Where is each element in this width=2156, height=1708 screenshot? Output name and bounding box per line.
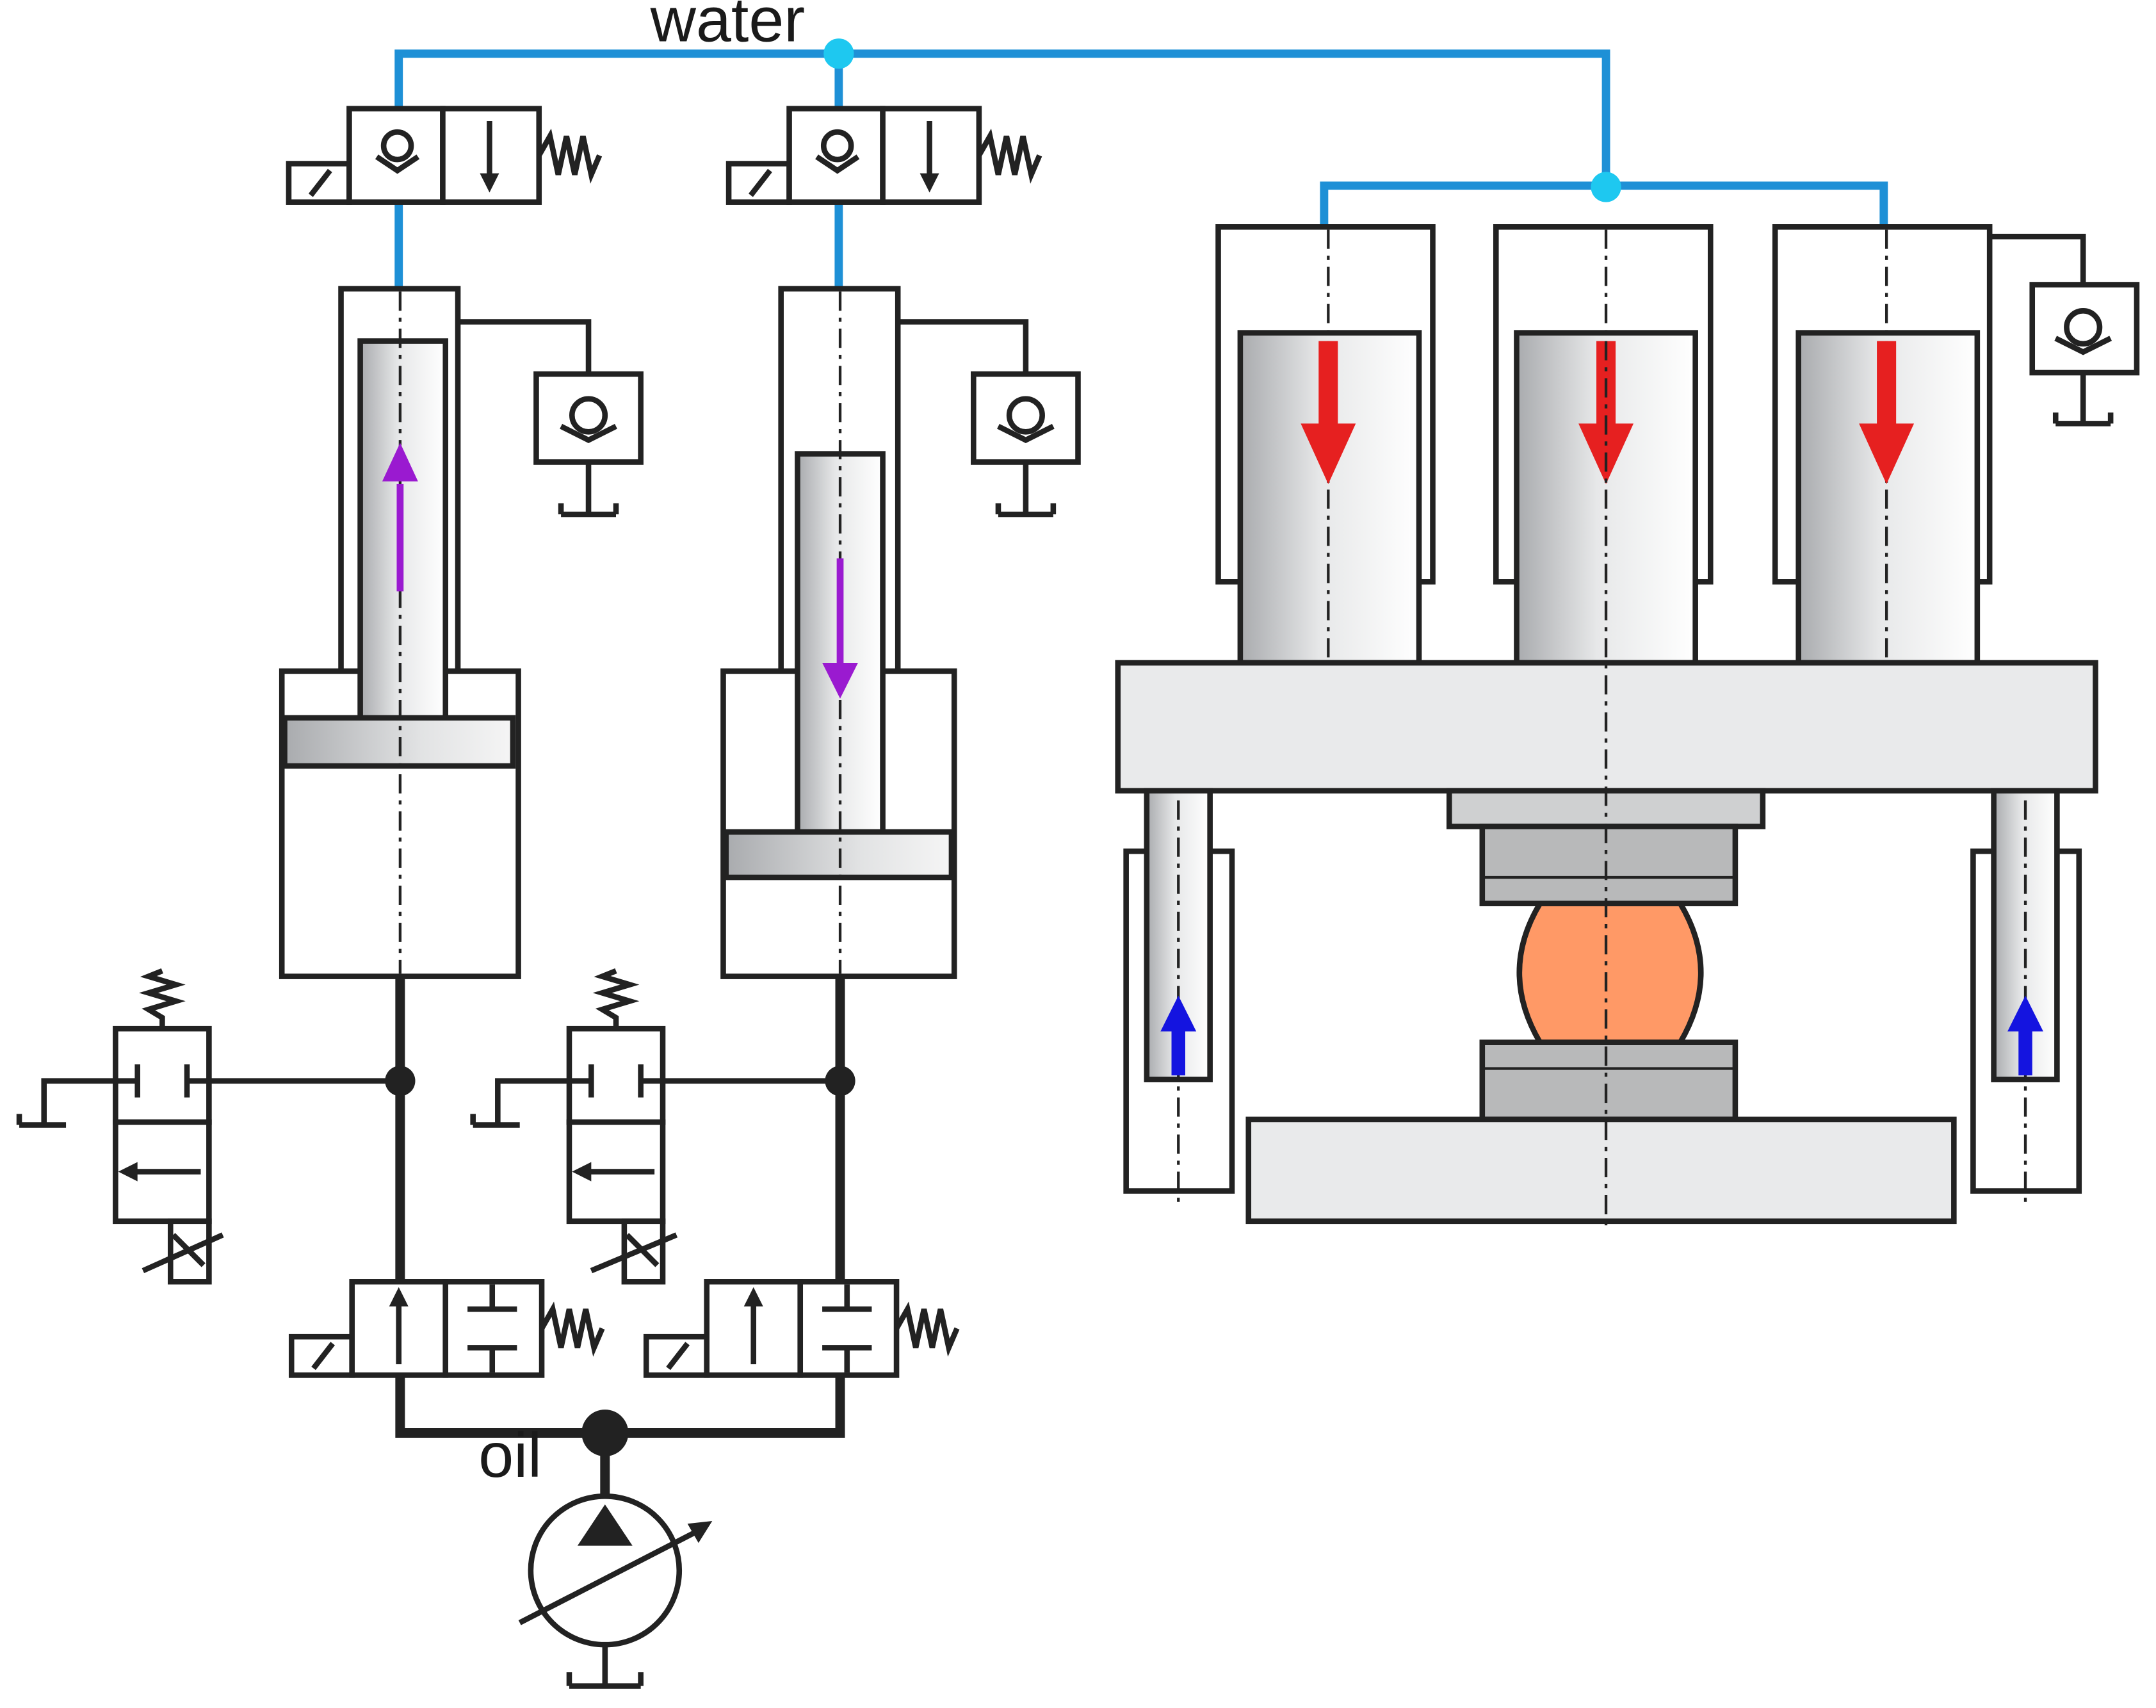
spring-icon (537, 128, 603, 184)
check-valve-icon (2064, 308, 2103, 347)
pressure-valve-right (470, 968, 841, 1285)
check-valve-icon (1006, 396, 1045, 435)
variable-pump (518, 1493, 713, 1689)
intensifier-left-arrow (382, 443, 418, 592)
intensifier-right-arrow (822, 558, 858, 699)
workpiece (1516, 900, 1704, 1045)
check-valve-icon (820, 129, 854, 163)
spring-icon (977, 128, 1042, 184)
spring-icon (894, 1301, 960, 1357)
oil-valve-right (643, 1279, 960, 1378)
main-cylinder-arrows (1301, 341, 1915, 484)
oil-label: oil (478, 1420, 542, 1490)
return-cylinder-arrows (1160, 995, 2043, 1076)
check-valve-icon (569, 396, 608, 435)
check-valve-icon (380, 129, 414, 163)
relief-valve-right (898, 319, 1081, 517)
water-valve-middle (725, 106, 1042, 205)
pressure-valve-left (16, 968, 400, 1285)
spring-icon (539, 1301, 605, 1357)
water-valve-left (286, 106, 603, 205)
spring-icon (592, 968, 640, 1029)
intensifier-left (279, 286, 521, 979)
oil-valve-left (288, 1279, 605, 1378)
water-junction-manifold (1591, 172, 1621, 202)
press-bed (1245, 1116, 1957, 1224)
spring-icon (138, 968, 186, 1029)
oil-junction-pump (581, 1410, 629, 1457)
relief-valve-left (458, 319, 644, 517)
lower-die (1479, 1039, 1739, 1123)
intensifier-right (720, 286, 957, 979)
water-junction-top (823, 38, 854, 69)
relief-valve-press (1990, 234, 2140, 427)
upper-die (1446, 788, 1766, 907)
water-label: water (650, 0, 806, 54)
